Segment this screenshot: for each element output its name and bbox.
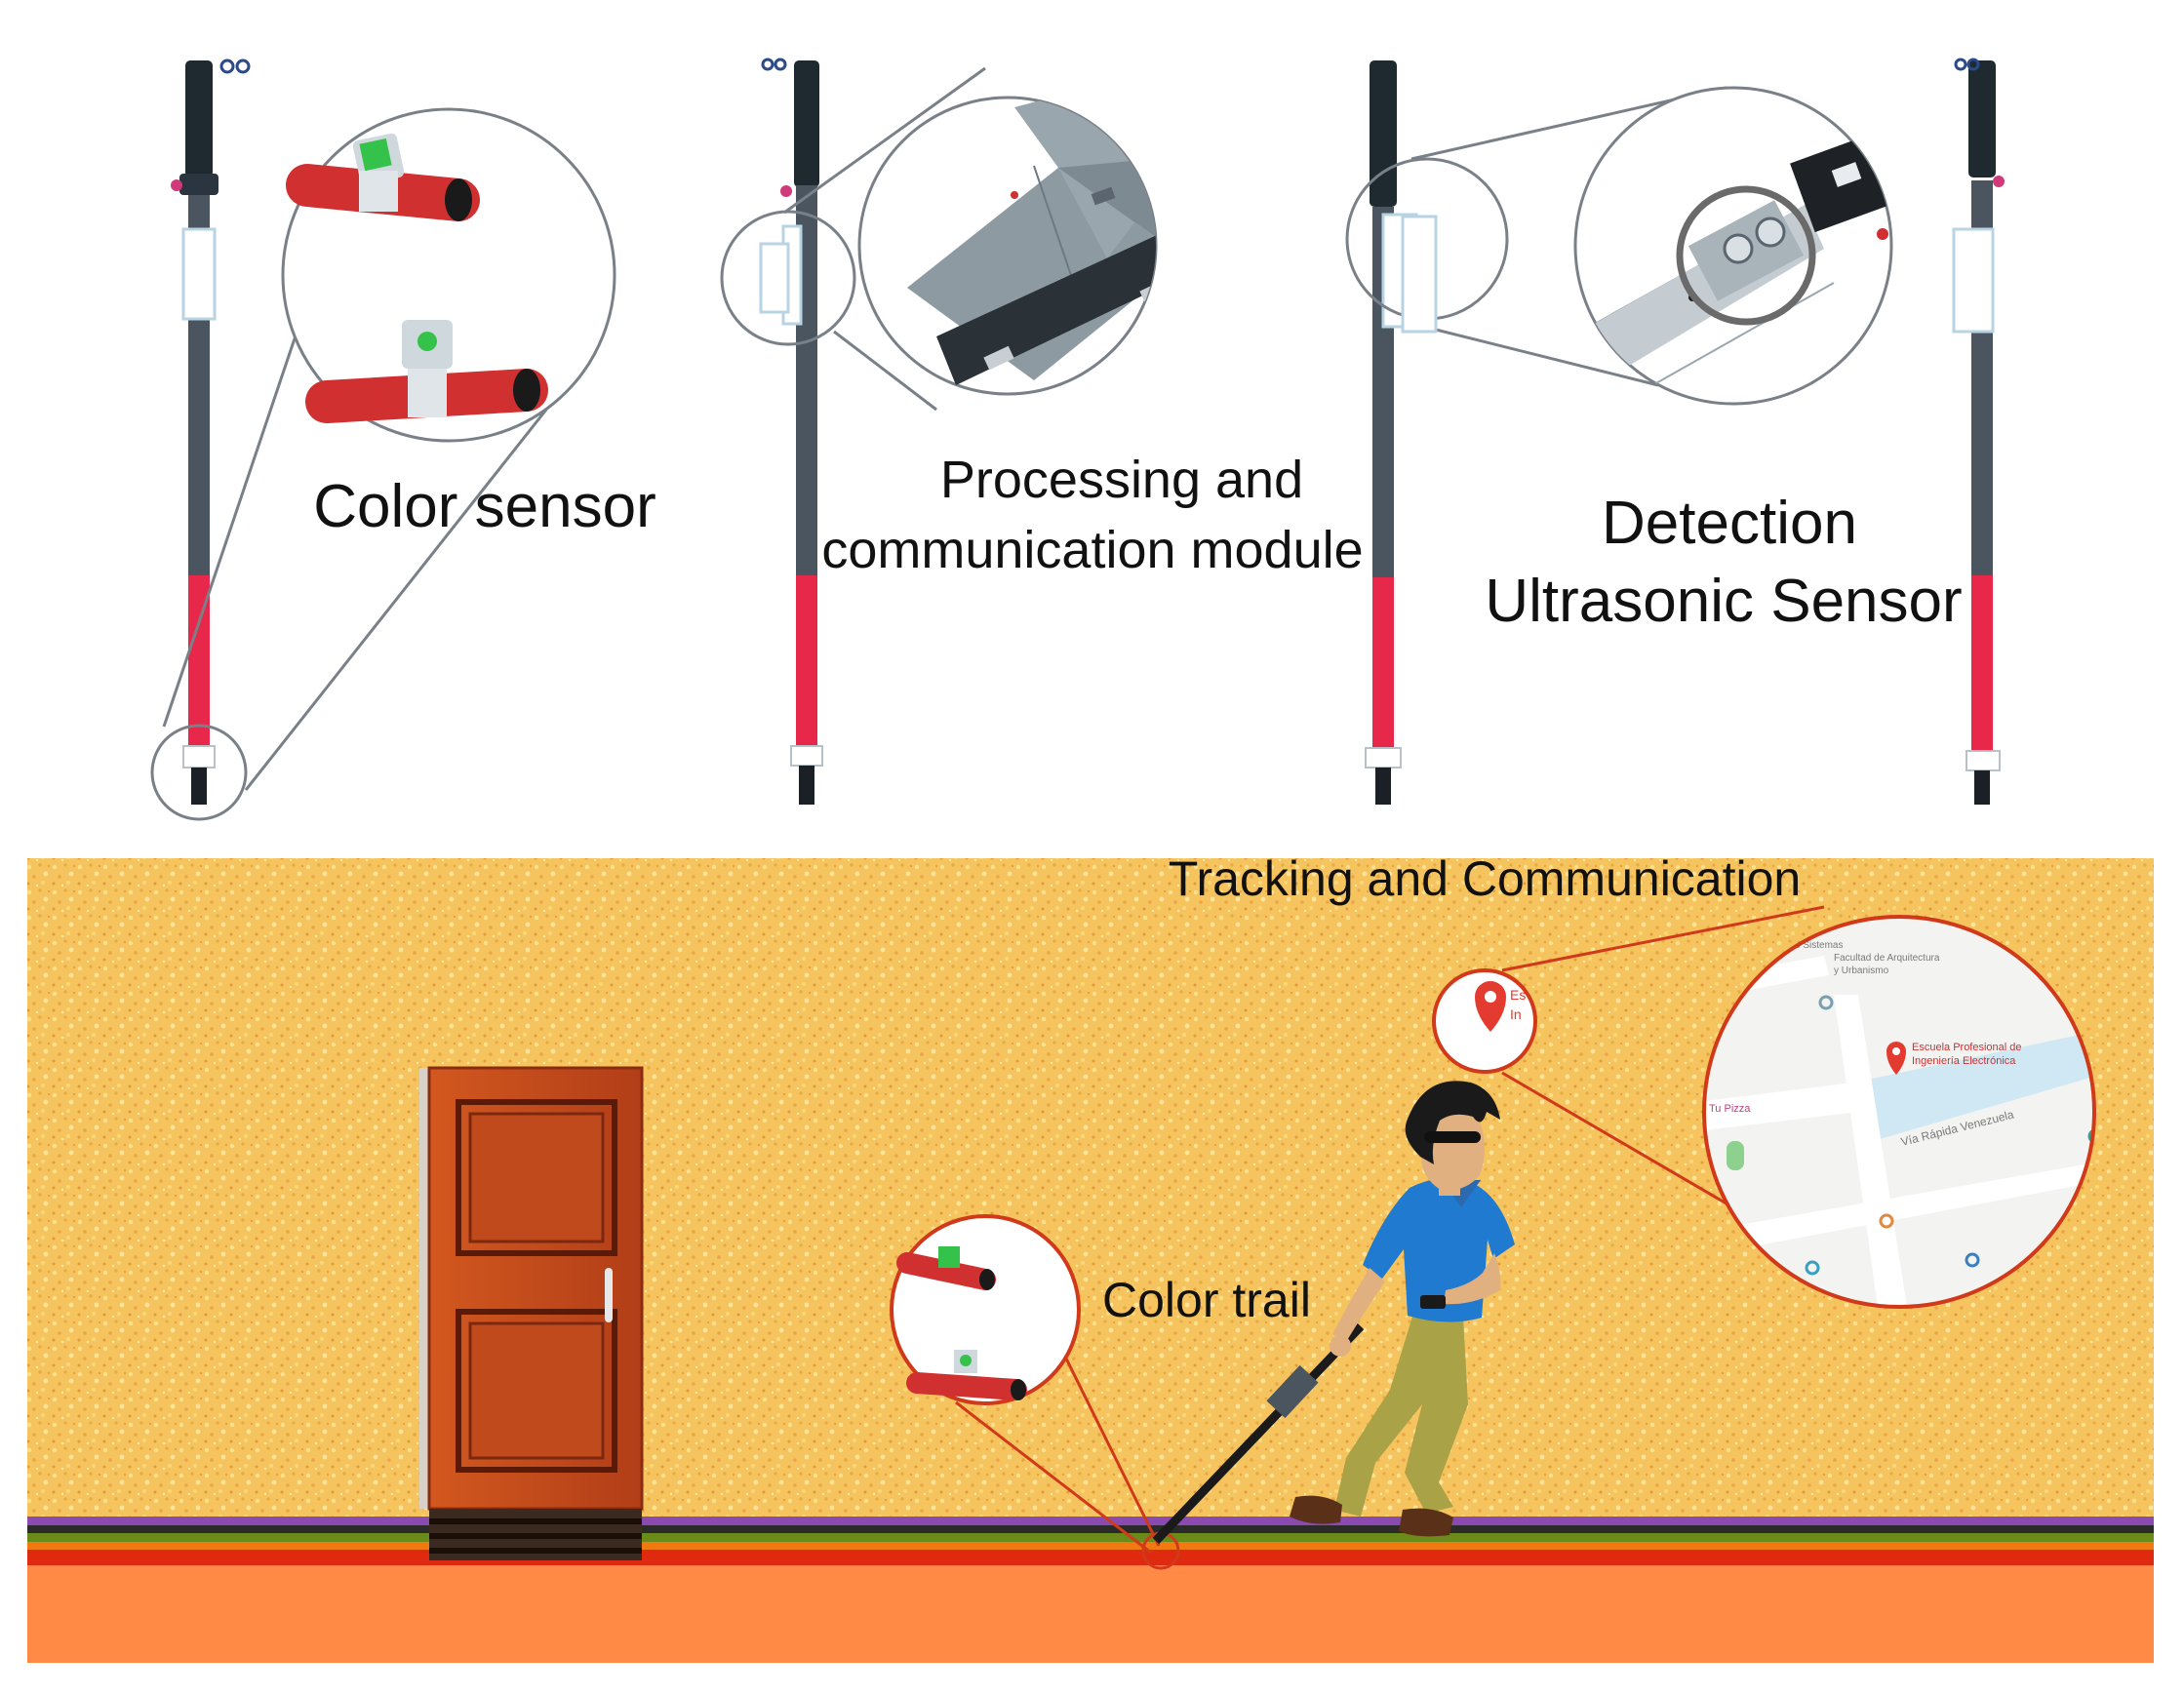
- sensor-closeup-2: [305, 320, 548, 423]
- detection-label-line1: Detection: [1602, 490, 1857, 557]
- cane-4: [1952, 58, 2005, 805]
- map-poi-main-line2: Ingeniería Electrónica: [1912, 1055, 2016, 1067]
- map-callout: Escuela Profesional de Ingeniería Electr…: [1702, 915, 2096, 1309]
- floor-color-stripes: [27, 1517, 2154, 1565]
- map-poi-main-line1: Escuela Profesional de: [1912, 1042, 2022, 1053]
- tracking-callout: Es In: [1432, 905, 1825, 1211]
- map-poi-arch-line2: y Urbanismo: [1834, 966, 1889, 976]
- cane-1: [171, 59, 251, 805]
- floor: [27, 1565, 2154, 1663]
- map-view: Escuela Profesional de Ingeniería Electr…: [1704, 917, 2094, 1307]
- map-poi-left: Tu Pizza: [1709, 1103, 1751, 1115]
- sensor-closeup-1: [286, 133, 480, 221]
- detection-label-line2: Ultrasonic Sensor: [1485, 568, 1962, 635]
- map-poi-arch-line1: Facultad de Arquitectura: [1834, 953, 1940, 964]
- color-trail-label: Color trail: [1102, 1273, 1311, 1327]
- door: [419, 1066, 644, 1560]
- ultrasonic-callout: [1345, 86, 1893, 406]
- cane-3: [1365, 60, 1418, 805]
- svg-text:In: In: [1510, 1006, 1522, 1022]
- processing-label-line2: communication module: [821, 521, 1363, 579]
- corridor-scene: Color trail Es: [27, 851, 2154, 1663]
- cane-2: [761, 58, 823, 805]
- blind-person-figure: [1152, 1081, 1515, 1545]
- map-poi-systems: Ing. de Sistemas: [1770, 940, 1843, 951]
- processing-label-line1: Processing and: [940, 451, 1303, 509]
- svg-text:Es: Es: [1510, 987, 1526, 1003]
- color-trail-callout: [890, 1214, 1180, 1570]
- color-sensor-callout: [150, 107, 616, 821]
- color-sensor-label: Color sensor: [313, 473, 655, 540]
- tracking-label: Tracking and Communication: [1169, 851, 1801, 906]
